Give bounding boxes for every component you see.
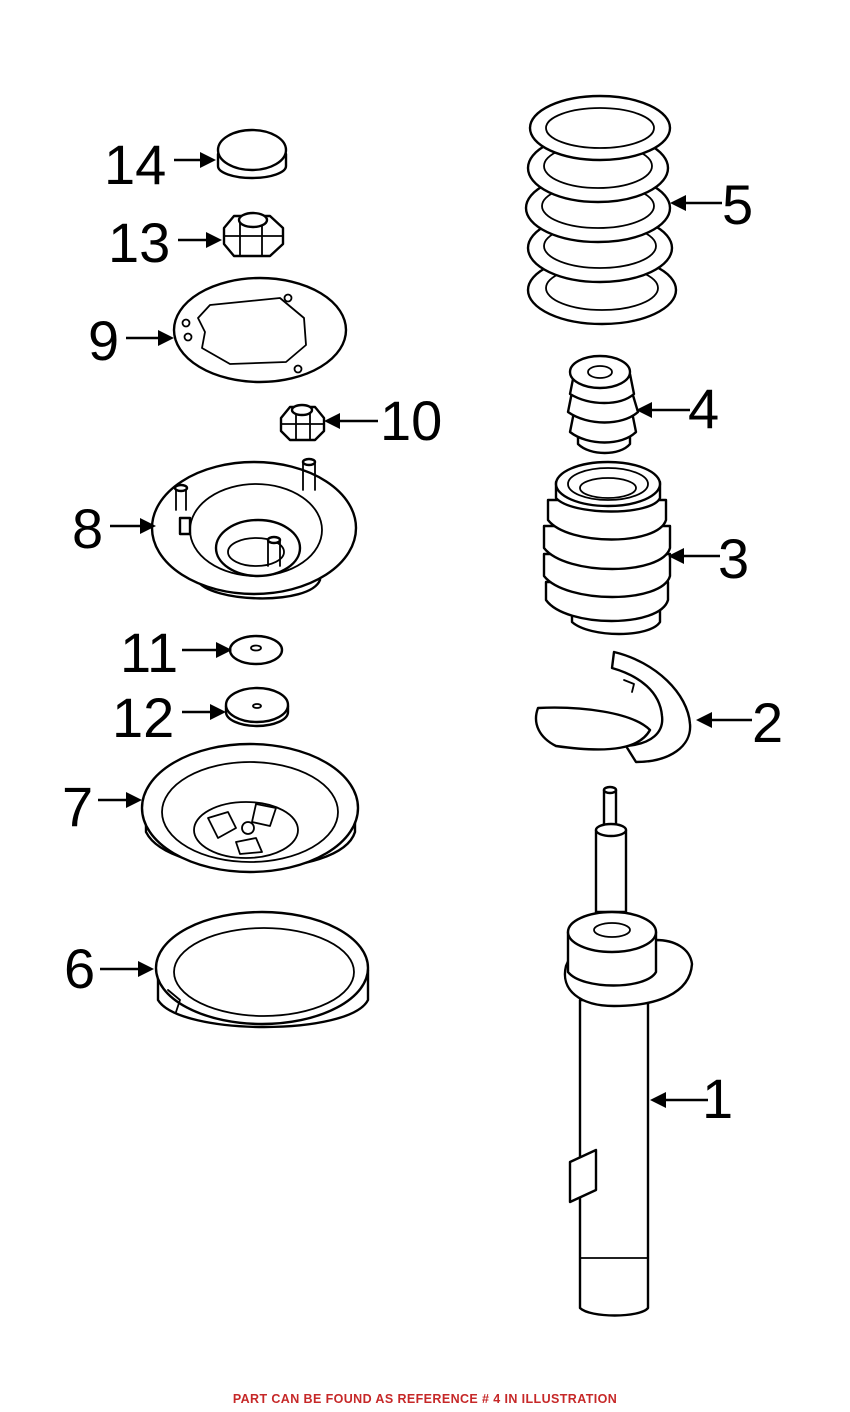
callout-9: 9	[88, 309, 119, 372]
callout-5: 5	[722, 173, 753, 236]
part-9-gasket	[172, 276, 348, 384]
callout-11: 11	[120, 621, 178, 684]
reference-footnote: PART CAN BE FOUND AS REFERENCE # 4 IN IL…	[232, 1392, 618, 1406]
part-3-dust-boot	[542, 460, 672, 636]
part-7-spring-seat	[140, 742, 360, 874]
callout-2: 2	[752, 691, 783, 754]
part-14-cap	[216, 128, 288, 180]
part-2-spring-pad	[534, 650, 692, 764]
callout-6: 6	[64, 937, 95, 1000]
leader-lines	[98, 152, 752, 1108]
part-4-bump-stop	[566, 354, 640, 455]
callout-12: 12	[112, 686, 174, 749]
callout-10: 10	[380, 389, 442, 452]
part-6-isolator	[154, 910, 370, 1029]
part-11-washer	[228, 634, 284, 666]
part-13-nut	[222, 211, 285, 258]
callout-1: 1	[702, 1067, 733, 1130]
part-1-shock-absorber	[563, 785, 694, 1317]
callout-7: 7	[62, 775, 93, 838]
callout-13: 13	[108, 211, 170, 274]
part-5-coil-spring	[524, 94, 678, 326]
part-8-strut-mount	[150, 457, 358, 600]
callout-14: 14	[104, 133, 166, 196]
callout-8: 8	[72, 497, 103, 560]
part-12-washer	[224, 686, 290, 728]
callout-3: 3	[718, 527, 749, 590]
callout-4: 4	[688, 377, 719, 440]
part-10-nut	[279, 403, 326, 442]
